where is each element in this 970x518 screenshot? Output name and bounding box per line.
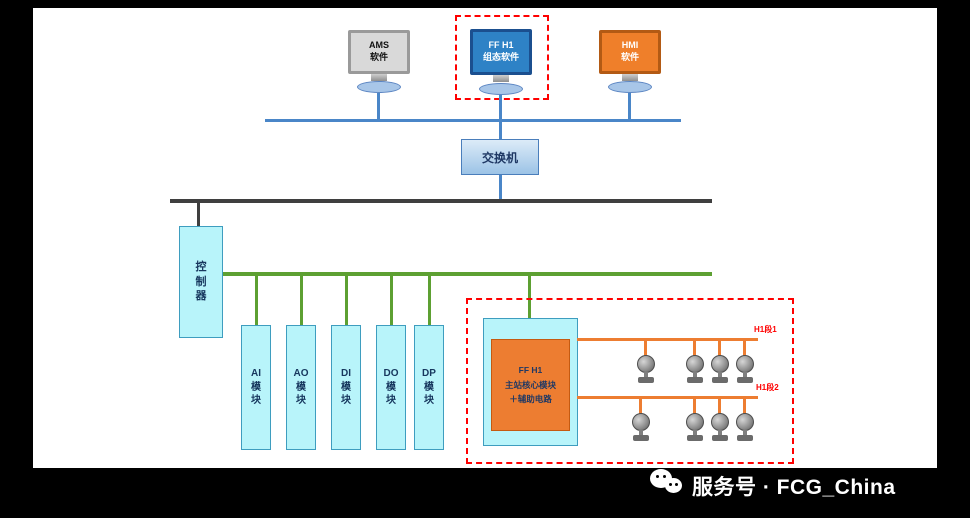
h1-segment-1-line — [577, 338, 758, 341]
field-instrument-icon — [708, 355, 732, 385]
control-network-line — [170, 199, 712, 203]
field-instrument-icon — [733, 355, 757, 385]
h1-segment-1-label: H1段1 — [754, 325, 777, 334]
h1-master-carrier-box: FF H1 主站核心模块 ＋辅助电路 — [483, 318, 578, 446]
ffh1-module-link-line — [528, 276, 531, 318]
monitor-base-icon — [357, 81, 401, 93]
io-module-box: DI 模 块 — [331, 325, 361, 450]
h1-master-module-box: FF H1 主站核心模块 ＋辅助电路 — [491, 339, 570, 431]
instrument-drop-line — [718, 341, 721, 357]
instrument-head-icon — [632, 413, 650, 431]
instrument-drop-line — [743, 399, 746, 415]
io-module-box: DP 模 块 — [414, 325, 444, 450]
wechat-eye — [663, 475, 666, 478]
hmi-link-line — [628, 93, 631, 120]
io-module-label: DO 模 块 — [383, 368, 399, 407]
wechat-eye — [669, 483, 672, 486]
controller-label: 控 制 器 — [195, 260, 207, 303]
instrument-foot-icon — [737, 435, 753, 441]
monitor-neck-icon — [493, 75, 509, 82]
instrument-head-icon — [637, 355, 655, 373]
switch-box: 交换机 — [461, 139, 539, 175]
wechat-bubble-small — [665, 478, 682, 493]
h1-subsystem-box — [466, 298, 794, 464]
instrument-drop-line — [743, 341, 746, 357]
instrument-foot-icon — [712, 435, 728, 441]
ffh1-link-line — [499, 95, 502, 120]
field-instrument-icon — [629, 413, 653, 443]
h1-segment-2-line — [577, 396, 758, 399]
io-module-box: AI 模 块 — [241, 325, 271, 450]
instrument-foot-icon — [687, 435, 703, 441]
instrument-head-icon — [736, 355, 754, 373]
instrument-head-icon — [711, 355, 729, 373]
controller-box: 控 制 器 — [179, 226, 223, 338]
wechat-eye — [656, 475, 659, 478]
instrument-drop-line — [639, 399, 642, 415]
module-link-line — [428, 276, 431, 325]
instrument-head-icon — [686, 413, 704, 431]
module-link-line — [390, 276, 393, 325]
instrument-stem-icon — [693, 372, 697, 378]
io-module-label: DI 模 块 — [341, 368, 351, 407]
h1-segment-2-label: H1段2 — [756, 383, 779, 392]
io-module-box: DO 模 块 — [376, 325, 406, 450]
field-instrument-icon — [683, 413, 707, 443]
instrument-stem-icon — [743, 372, 747, 378]
instrument-head-icon — [736, 413, 754, 431]
module-link-line — [255, 276, 258, 325]
instrument-foot-icon — [712, 377, 728, 383]
io-module-box: AO 模 块 — [286, 325, 316, 450]
io-module-label: AI 模 块 — [251, 368, 261, 407]
io-bus-line — [223, 272, 712, 276]
instrument-stem-icon — [743, 430, 747, 436]
ffh1-monitor-screen: FF H1 组态软件 — [470, 29, 532, 75]
field-instrument-icon — [733, 413, 757, 443]
field-instrument-icon — [708, 413, 732, 443]
ffh1-highlight-box — [455, 15, 549, 100]
instrument-drop-line — [718, 399, 721, 415]
instrument-head-icon — [711, 413, 729, 431]
wechat-eye — [675, 483, 678, 486]
field-instrument-icon — [683, 355, 707, 385]
hmi-monitor-screen: HMI 软件 — [599, 30, 661, 74]
ams-workstation: AMS 软件 — [346, 30, 412, 96]
monitor-base-icon — [608, 81, 652, 93]
module-link-line — [300, 276, 303, 325]
instrument-foot-icon — [638, 377, 654, 383]
monitor-neck-icon — [371, 74, 387, 81]
controller-link-line — [197, 203, 200, 226]
instrument-foot-icon — [633, 435, 649, 441]
ams-link-line — [377, 93, 380, 120]
instrument-drop-line — [693, 341, 696, 357]
instrument-drop-line — [693, 399, 696, 415]
hmi-workstation: HMI 软件 — [597, 30, 663, 96]
field-instrument-icon — [634, 355, 658, 385]
ffh1-workstation: FF H1 组态软件 — [468, 29, 534, 97]
instrument-stem-icon — [644, 372, 648, 378]
monitor-base-icon — [479, 83, 523, 95]
instrument-foot-icon — [687, 377, 703, 383]
io-module-label: DP 模 块 — [422, 368, 436, 407]
ams-monitor-screen: AMS 软件 — [348, 30, 410, 74]
instrument-stem-icon — [718, 372, 722, 378]
switch-uplink-line — [499, 122, 502, 139]
footer-account-text: 服务号 · FCG_China — [692, 476, 896, 499]
monitor-neck-icon — [622, 74, 638, 81]
instrument-stem-icon — [718, 430, 722, 436]
io-module-label: AO 模 块 — [293, 368, 309, 407]
instrument-head-icon — [686, 355, 704, 373]
instrument-drop-line — [644, 341, 647, 357]
instrument-stem-icon — [639, 430, 643, 436]
switch-downlink-line — [499, 175, 502, 201]
instrument-stem-icon — [693, 430, 697, 436]
wechat-logo-icon — [650, 469, 686, 501]
ethernet-bus-line — [265, 119, 681, 122]
instrument-foot-icon — [737, 377, 753, 383]
module-link-line — [345, 276, 348, 325]
